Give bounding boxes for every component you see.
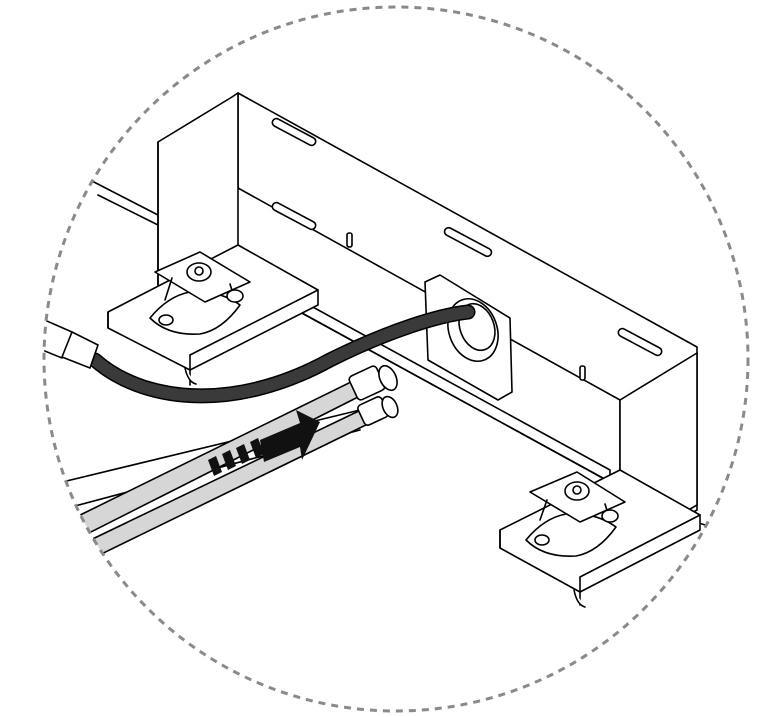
insertion-direction-arrow [208, 410, 320, 476]
detail-circle [42, 5, 750, 713]
sensor-cable-with-connector [44, 304, 476, 404]
anti-vibration-mount-right [525, 471, 626, 557]
anti-vibration-mount-left [149, 251, 251, 335]
mounting-bracket [107, 92, 701, 608]
